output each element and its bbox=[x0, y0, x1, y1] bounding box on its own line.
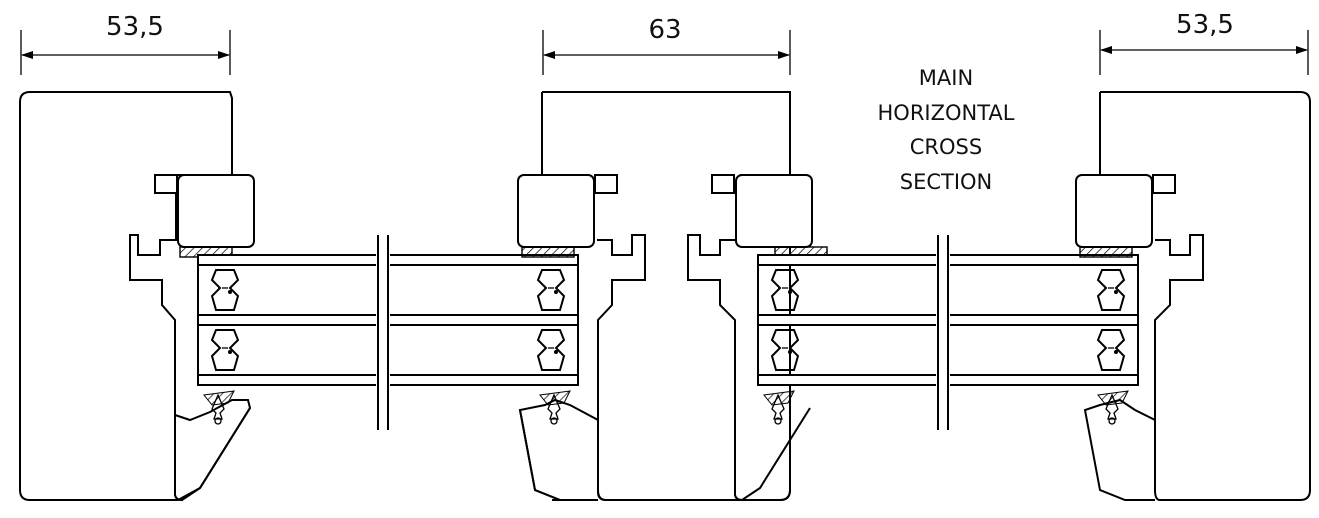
dimension-right-label: 53,5 bbox=[1176, 10, 1234, 40]
dimension-left: 53,5 bbox=[20, 12, 231, 75]
note-line-4: SECTION bbox=[900, 170, 993, 194]
note-line-2: HORIZONTAL bbox=[878, 101, 1015, 125]
glazing-unit-right bbox=[758, 235, 1138, 430]
glazing-unit-left bbox=[198, 235, 578, 430]
note-line-1: MAIN bbox=[919, 66, 973, 90]
mullion-right-half bbox=[687, 174, 828, 502]
section-note: MAIN HORIZONTAL CROSS SECTION bbox=[878, 66, 1015, 194]
outer-frame-left bbox=[19, 91, 255, 501]
dimension-middle-label: 63 bbox=[648, 15, 681, 45]
dimension-middle: 63 bbox=[542, 15, 791, 75]
dimension-right: 53,5 bbox=[1099, 10, 1309, 75]
note-line-3: CROSS bbox=[910, 135, 982, 159]
outer-frame-right bbox=[1075, 91, 1311, 501]
dimension-left-label: 53,5 bbox=[106, 12, 164, 42]
mullion-left-half bbox=[517, 91, 792, 501]
